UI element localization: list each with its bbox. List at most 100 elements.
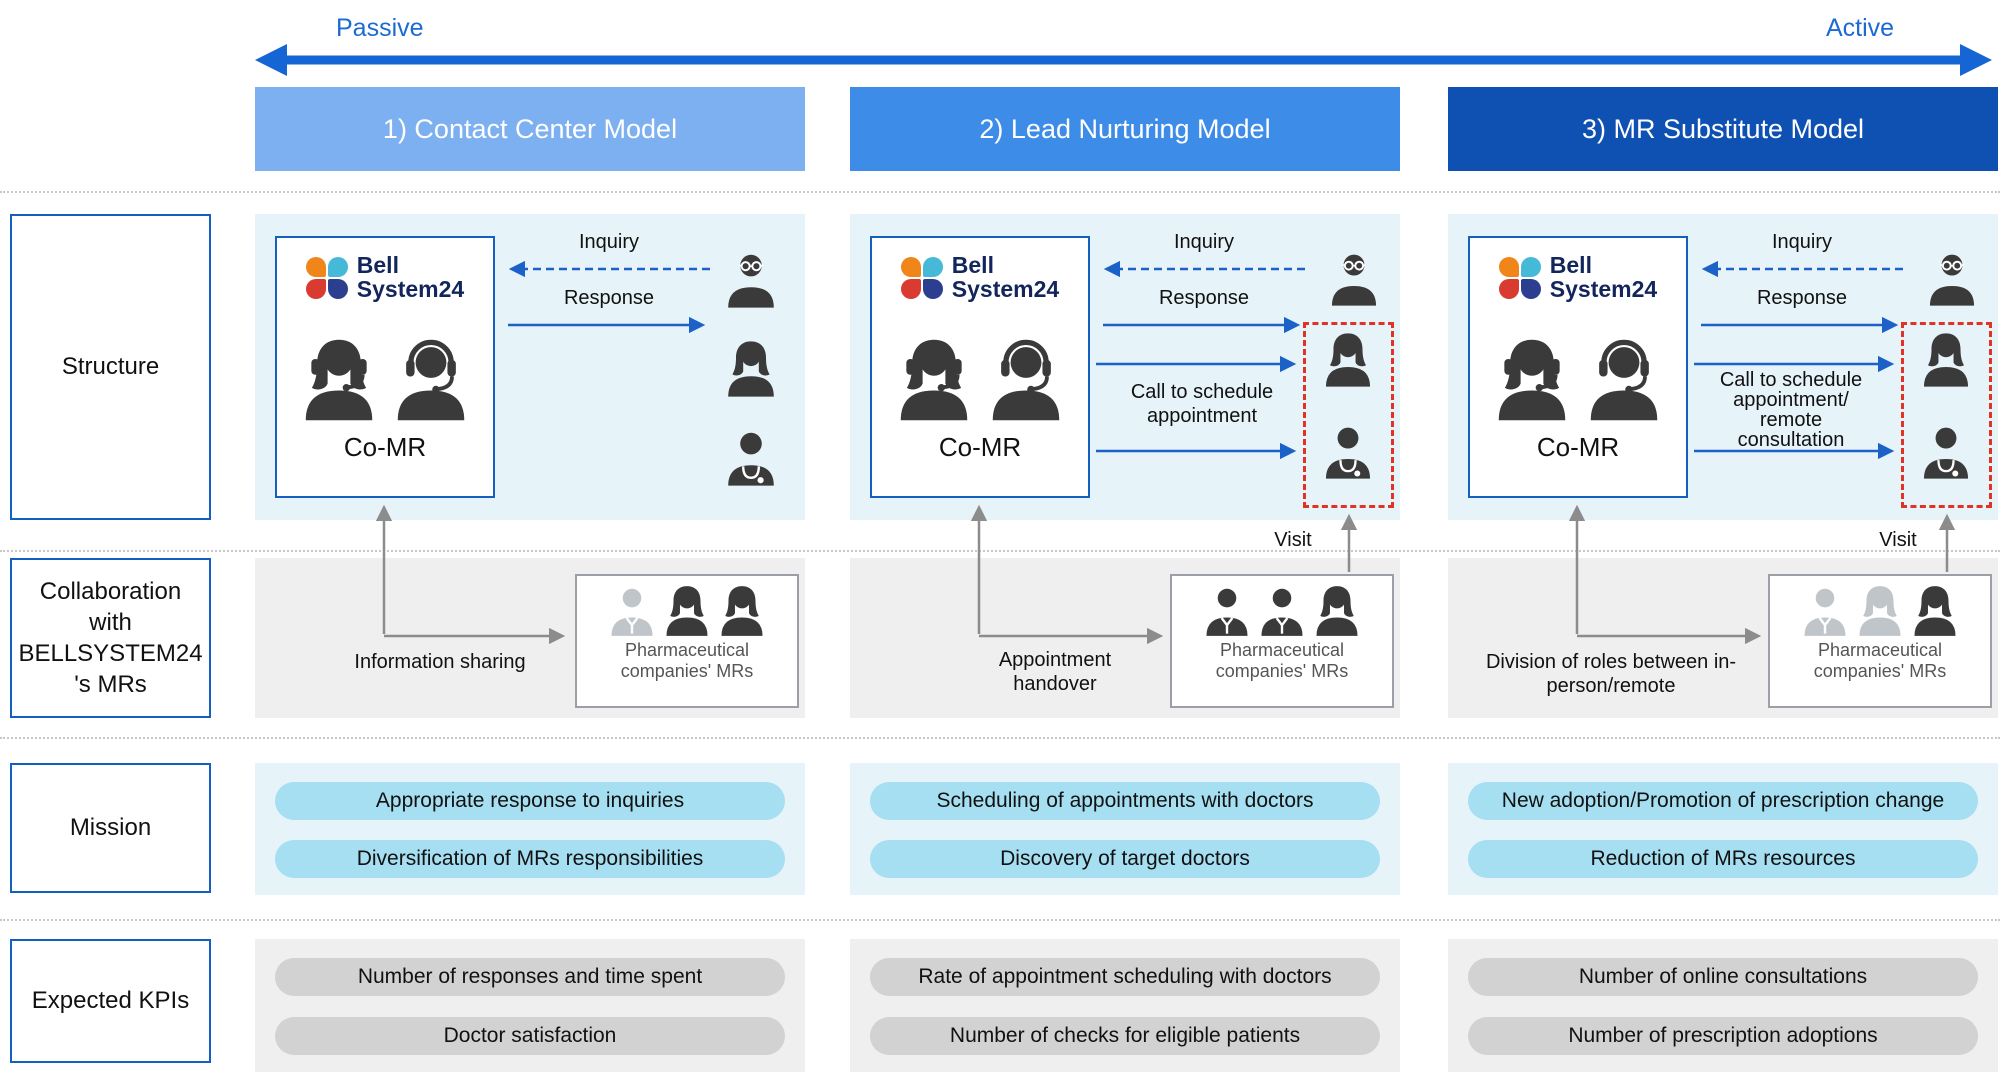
bell-system24-logo-icon bbox=[900, 256, 943, 299]
active-label: Active bbox=[1826, 14, 1895, 42]
operator-female-icon bbox=[297, 336, 381, 424]
operator-headset-icon bbox=[984, 336, 1068, 424]
passive-label: Passive bbox=[336, 14, 424, 42]
operator-headset-icon bbox=[389, 336, 473, 424]
pharma-mrs-icons bbox=[606, 584, 768, 638]
co-mr-label: Co-MR bbox=[343, 431, 427, 462]
kpi-item: Number of prescription adoptions bbox=[1468, 1017, 1978, 1055]
pharma-mrs-icons bbox=[1799, 584, 1961, 638]
mission-item: Reduction of MRs resources bbox=[1468, 840, 1978, 878]
mr-person-icon bbox=[1256, 584, 1308, 638]
inquiry-label: Inquiry bbox=[1771, 231, 1833, 253]
pharma-mrs-box: Pharmaceutical companies' MRs bbox=[1170, 574, 1394, 708]
mr-person-icon bbox=[661, 584, 713, 638]
bell-system24-logo-text: Bell System24 bbox=[1549, 252, 1658, 302]
response-label: Response bbox=[1158, 287, 1250, 309]
mr-person-ghost-icon bbox=[1799, 584, 1851, 638]
mr-person-icon bbox=[1909, 584, 1961, 638]
row-label-structure: Structure bbox=[10, 214, 211, 520]
inquiry-label: Inquiry bbox=[1173, 231, 1235, 253]
brand-line2: System24 bbox=[1549, 275, 1658, 302]
kpi-item: Number of online consultations bbox=[1468, 958, 1978, 996]
operator-headset-icon bbox=[1582, 336, 1666, 424]
doctor-stethoscope-icon bbox=[1320, 423, 1376, 481]
brand-line2: System24 bbox=[356, 275, 465, 302]
collaboration-action-label: Information sharing bbox=[354, 651, 526, 673]
brand-line1: Bell bbox=[1549, 252, 1592, 278]
mr-person-ghost-icon bbox=[1854, 584, 1906, 638]
brand-line1: Bell bbox=[356, 252, 399, 278]
doctor-male-icon bbox=[1924, 250, 1980, 308]
pharma-mrs-box: Pharmaceutical companies' MRs bbox=[1768, 574, 1992, 708]
co-mr-label: Co-MR bbox=[1536, 431, 1620, 462]
row-separator bbox=[0, 919, 2000, 921]
visit-label: Visit bbox=[1274, 529, 1312, 551]
pharma-mrs-icons bbox=[1201, 584, 1363, 638]
co-mr-operators bbox=[297, 336, 473, 424]
row-label-mission: Mission bbox=[10, 763, 211, 893]
bell-system24-logo-text: Bell System24 bbox=[951, 252, 1060, 302]
call-to-schedule-label: Call to schedule appointment bbox=[1130, 381, 1274, 427]
kpi-item: Number of checks for eligible patients bbox=[870, 1017, 1380, 1055]
brand-line1: Bell bbox=[951, 252, 994, 278]
kpi-item: Doctor satisfaction bbox=[275, 1017, 785, 1055]
kpi-item: Rate of appointment scheduling with doct… bbox=[870, 958, 1380, 996]
bell-system24-logo: Bell System24 bbox=[900, 252, 1060, 302]
mission-item: New adoption/Promotion of prescription c… bbox=[1468, 782, 1978, 820]
collaboration-action-label: Division of roles between in-person/remo… bbox=[1485, 651, 1737, 697]
bell-system24-logo: Bell System24 bbox=[1498, 252, 1658, 302]
kpi-item: Number of responses and time spent bbox=[275, 958, 785, 996]
mr-person-ghost-icon bbox=[606, 584, 658, 638]
row-separator bbox=[0, 737, 2000, 739]
bell-system24-box: Bell System24 Co-MR bbox=[870, 236, 1090, 498]
mr-person-icon bbox=[1201, 584, 1253, 638]
response-label: Response bbox=[1756, 287, 1848, 309]
column-lead-nurturing-model: 2) Lead Nurturing Model Bell System24 Co… bbox=[850, 0, 1400, 1072]
bell-system24-logo-icon bbox=[305, 256, 348, 299]
doctor-stethoscope-icon bbox=[722, 428, 780, 488]
inquiry-label: Inquiry bbox=[578, 231, 640, 253]
brand-line2: System24 bbox=[951, 275, 1060, 302]
doctor-female-icon bbox=[1320, 331, 1376, 389]
co-mr-operators bbox=[892, 336, 1068, 424]
row-separator bbox=[0, 191, 2000, 193]
target-doctors-highlight-box bbox=[1901, 322, 1992, 508]
target-doctors-highlight-box bbox=[1303, 322, 1394, 508]
co-mr-operators bbox=[1490, 336, 1666, 424]
bell-system24-box: Bell System24 Co-MR bbox=[275, 236, 495, 498]
doctor-stethoscope-icon bbox=[1918, 423, 1974, 481]
doctor-female-icon bbox=[722, 339, 780, 399]
row-label-expected-kpis: Expected KPIs bbox=[10, 939, 211, 1063]
mr-person-icon bbox=[716, 584, 768, 638]
visit-label: Visit bbox=[1879, 529, 1917, 551]
bell-system24-logo-icon bbox=[1498, 256, 1541, 299]
bell-system24-logo: Bell System24 bbox=[305, 252, 465, 302]
operator-female-icon bbox=[892, 336, 976, 424]
co-mr-label: Co-MR bbox=[938, 431, 1022, 462]
row-label-collaboration: Collaboration with BELLSYSTEM24's MRs bbox=[10, 558, 211, 718]
header-mr-substitute-model: 3) MR Substitute Model bbox=[1448, 87, 1998, 171]
mission-item: Diversification of MRs responsibilities bbox=[275, 840, 785, 878]
column-mr-substitute-model: 3) MR Substitute Model Bell System24 Co-… bbox=[1448, 0, 1998, 1072]
doctor-male-icon bbox=[1326, 250, 1382, 308]
collaboration-action-label: Appointment handover bbox=[998, 649, 1112, 695]
doctor-female-icon bbox=[1918, 331, 1974, 389]
mission-item: Appropriate response to inquiries bbox=[275, 782, 785, 820]
mr-person-icon bbox=[1311, 584, 1363, 638]
operator-female-icon bbox=[1490, 336, 1574, 424]
header-contact-center-model: 1) Contact Center Model bbox=[255, 87, 805, 171]
column-contact-center-model: 1) Contact Center Model Bell System24 Co… bbox=[255, 0, 805, 1072]
mission-item: Discovery of target doctors bbox=[870, 840, 1380, 878]
pharma-mrs-box: Pharmaceutical companies' MRs bbox=[575, 574, 799, 708]
response-label: Response bbox=[563, 287, 655, 309]
bell-system24-logo-text: Bell System24 bbox=[356, 252, 465, 302]
pharma-mrs-label: Pharmaceutical companies' MRs bbox=[1813, 640, 1947, 681]
call-to-schedule-remote-label: Call to schedule appointment/ remote con… bbox=[1719, 369, 1863, 451]
bell-system24-box: Bell System24 Co-MR bbox=[1468, 236, 1688, 498]
pharma-mrs-label: Pharmaceutical companies' MRs bbox=[1215, 640, 1349, 681]
row-separator bbox=[0, 550, 2000, 552]
pharma-mrs-label: Pharmaceutical companies' MRs bbox=[620, 640, 754, 681]
doctor-male-icon bbox=[722, 250, 780, 310]
header-lead-nurturing-model: 2) Lead Nurturing Model bbox=[850, 87, 1400, 171]
